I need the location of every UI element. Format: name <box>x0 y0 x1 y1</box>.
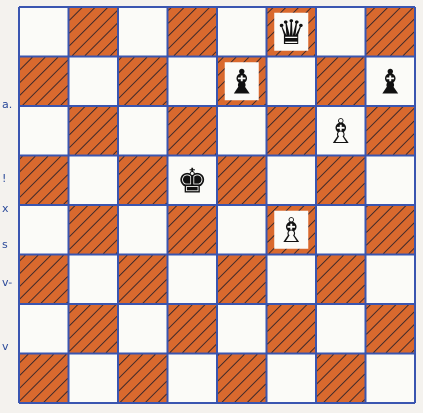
square-g4 <box>316 205 366 255</box>
square-g5 <box>316 156 366 206</box>
square-g7 <box>316 57 366 107</box>
square-b8 <box>69 7 119 57</box>
square-e2 <box>217 304 267 354</box>
square-c1 <box>118 354 168 404</box>
square-c2 <box>118 304 168 354</box>
square-e4 <box>217 205 267 255</box>
square-d8 <box>168 7 218 57</box>
square-b1 <box>69 354 119 404</box>
black-queen-icon: ♛ <box>276 13 306 53</box>
black-king-icon: ♚ <box>177 161 207 201</box>
white-bishop-icon: ♗ <box>326 112 356 152</box>
square-d3 <box>168 255 218 305</box>
square-b3 <box>69 255 119 305</box>
square-a1 <box>19 354 69 404</box>
square-a2 <box>19 304 69 354</box>
square-c4 <box>118 205 168 255</box>
black-bishop-icon: ♝ <box>375 62 405 102</box>
square-e6 <box>217 106 267 156</box>
square-e5 <box>217 156 267 206</box>
square-f3 <box>267 255 317 305</box>
square-d2 <box>168 304 218 354</box>
square-a6 <box>19 106 69 156</box>
square-h5 <box>366 156 416 206</box>
square-f2 <box>267 304 317 354</box>
square-b4 <box>69 205 119 255</box>
square-h3 <box>366 255 416 305</box>
square-b7 <box>69 57 119 107</box>
square-b6 <box>69 106 119 156</box>
square-e8 <box>217 7 267 57</box>
square-h1 <box>366 354 416 404</box>
square-g3 <box>316 255 366 305</box>
square-e1 <box>217 354 267 404</box>
square-a3 <box>19 255 69 305</box>
square-c5 <box>118 156 168 206</box>
square-d1 <box>168 354 218 404</box>
white-bishop-icon: ♗ <box>276 211 306 251</box>
square-a5 <box>19 156 69 206</box>
square-h2 <box>366 304 416 354</box>
square-c7 <box>118 57 168 107</box>
square-a8 <box>19 7 69 57</box>
square-f1 <box>267 354 317 404</box>
square-f6 <box>267 106 317 156</box>
square-f5 <box>267 156 317 206</box>
square-e3 <box>217 255 267 305</box>
square-b2 <box>69 304 119 354</box>
square-g1 <box>316 354 366 404</box>
square-g2 <box>316 304 366 354</box>
square-f7 <box>267 57 317 107</box>
square-h8 <box>366 7 416 57</box>
square-d6 <box>168 106 218 156</box>
square-g8 <box>316 7 366 57</box>
black-bishop-icon: ♝ <box>227 62 257 102</box>
square-c3 <box>118 255 168 305</box>
square-d4 <box>168 205 218 255</box>
square-d7 <box>168 57 218 107</box>
square-a7 <box>19 57 69 107</box>
square-b5 <box>69 156 119 206</box>
square-c6 <box>118 106 168 156</box>
square-h6 <box>366 106 416 156</box>
square-a4 <box>19 205 69 255</box>
square-c8 <box>118 7 168 57</box>
square-h4 <box>366 205 416 255</box>
